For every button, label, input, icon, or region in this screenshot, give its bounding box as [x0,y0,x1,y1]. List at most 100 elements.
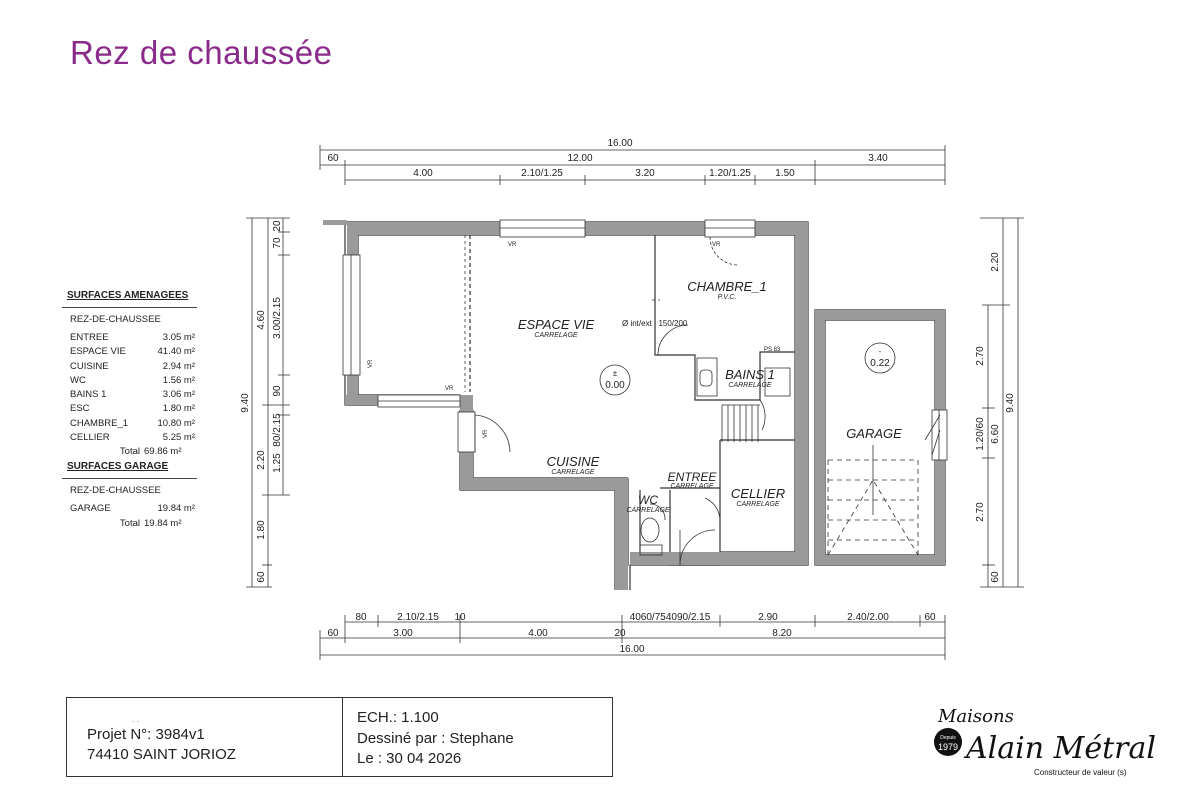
dim-left-r2-2: 3.00/2.15 [272,297,283,339]
dim-right-r1-0: 2.20 [990,252,1001,272]
dim-left-r1-3: 60 [256,571,267,583]
dim-bot-r1-0: 80 [355,612,367,623]
surface-row: CHAMBRE_1 10.80 m² [62,417,197,431]
title-block-left: Projet N°: 3984v1 74410 SAINT JORIOZ [87,725,236,765]
surface-area: 1.56 m² [162,374,195,386]
surface-name: CELLIER [70,432,110,444]
dim-left-r2-4: 80/2.15 [272,413,283,447]
room-espace-vie-finish: CARRELAGE [534,332,578,339]
level-main-value: 0.00 [605,380,625,391]
surfaces-amenagees-title: SURFACES AMENAGEES [67,290,189,301]
plan-annotations: ± 0.00 - 0.22 Ø int/ext : 150/200 VR VR … [368,242,890,438]
title-block: . . Projet N°: 3984v1 74410 SAINT JORIOZ… [66,697,613,777]
doors-and-fixtures [464,235,941,566]
vr-label-chambre: VR [712,242,721,248]
dim-right-r1-2: 1.20/60 [975,417,986,451]
dimension-labels: 16.00 60 12.00 3.40 4.00 2.10/1.25 3.20 … [240,138,1016,655]
page-title: Rez de chaussée [70,34,333,71]
dim-right-r1-4: 60 [990,571,1001,583]
surfaces-garage-title: SURFACES GARAGE [67,461,169,473]
level-main-sign: ± [613,369,618,378]
dim-left-r2-5: 1.25 [272,453,283,473]
logo-year: 1979 [938,742,958,752]
ps-label: PS 83 [764,347,781,353]
surface-total-label: Total [119,446,140,458]
surfaces-amenagees-level: REZ-DE-CHAUSSEE [70,314,161,325]
surface-area: 5.25 m² [162,432,195,444]
dim-bot-r1-4: 2.90 [758,612,778,623]
dimension-lines [246,145,1024,660]
drawn-by: Dessiné par : Stephane [357,729,514,747]
surface-name: CUISINE [70,360,109,372]
level-garage-value: 0.22 [870,358,890,369]
logo-line1: Maisons [937,706,1014,727]
surface-name: BAINS 1 [70,389,107,401]
room-entree-name: ENTREE [668,470,718,484]
divider [62,307,197,308]
surface-name: ESC [70,403,90,415]
dim-left-r2-0: 20 [272,220,283,232]
room-wc-name: WC [638,493,658,507]
room-cuisine-finish: CARRELAGE [551,469,595,476]
logo-badge [934,728,962,756]
surface-area: 1.80 m² [162,403,195,415]
dim-top-r3-1: 2.10/1.25 [521,168,563,179]
dim-top-total: 16.00 [607,138,632,149]
room-bains-finish: CARRELAGE [728,382,772,389]
dim-bot-r2-0: 60 [327,628,339,639]
surface-row: CELLIER 5.25 m² [62,431,197,445]
divider [62,478,197,480]
vr-label-west: VR [368,359,374,368]
room-entree-finish: CARRELAGE [670,483,714,490]
surface-row: ESC 1.80 m² [62,402,197,416]
room-bains-name: BAINS 1 [725,367,775,382]
dim-bot-total: 16.00 [619,644,644,655]
dim-right-r2-0: 6.60 [990,424,1001,444]
logo-since: Depuis [940,735,956,741]
title-block-dots: . . [132,714,140,724]
surface-name: CHAMBRE_1 [70,417,129,429]
dim-left-r1-2: 1.80 [256,520,267,540]
dim-top-r2-2: 3.40 [868,153,888,164]
dim-bot-r1-1: 2.10/2.15 [397,612,439,623]
scale: ECH.: 1.100 [357,709,439,726]
room-chambre-finish: P.V.C. [718,294,737,301]
dim-bot-r2-1: 3.00 [393,628,413,639]
dim-top-r2-0: 60 [327,153,339,164]
room-chambre-name: CHAMBRE_1 [687,279,766,294]
vent-note: Ø int/ext : 150/200 [622,319,688,328]
logo-line2: Alain Métral [963,731,1156,766]
dim-top-r2-1: 12.00 [567,153,592,164]
dim-top-r3-4: 1.50 [775,168,795,179]
surface-name: ENTREE [70,332,109,343]
surface-total-label: Total [119,517,140,529]
surfaces-table: SURFACES AMENAGEES REZ-DE-CHAUSSEE ENTRE… [62,290,197,531]
surfaces-garage-level: REZ-DE-CHAUSSEE [70,485,161,497]
surface-total-value: 19.84 m² [144,517,182,529]
surface-total-row: Total 19.84 m² [62,517,197,531]
surface-name: ESPACE VIE [70,346,126,358]
windows [342,219,948,461]
vr-label-top: VR [508,242,517,248]
dim-bot-r2-2: 4.00 [528,628,548,639]
surface-area: 10.80 m² [157,417,196,429]
room-labels: ESPACE VIE CARRELAGE CHAMBRE_1 P.V.C. BA… [518,279,902,514]
room-cuisine-name: CUISINE [547,454,600,469]
brand-logo: Maisons Depuis 1979 Alain Métral Constru… [934,706,1156,777]
room-wc-finish: CARRELAGE [626,507,670,514]
project-number: Projet N°: 3984v1 [87,726,205,743]
surface-name: WC [70,374,86,386]
dim-top-r3-0: 4.00 [413,168,433,179]
title-block-divider [342,698,343,776]
vr-label-door: VR [483,429,489,438]
surface-name: GARAGE [70,503,111,515]
dim-left-r2-3: 90 [272,385,283,397]
dim-right-r1-1: 2.70 [975,346,986,366]
wall-hatch [323,220,945,590]
dim-top-r3-2: 3.20 [635,168,655,179]
dim-bot-r1-5: 2.40/2.00 [847,612,889,623]
